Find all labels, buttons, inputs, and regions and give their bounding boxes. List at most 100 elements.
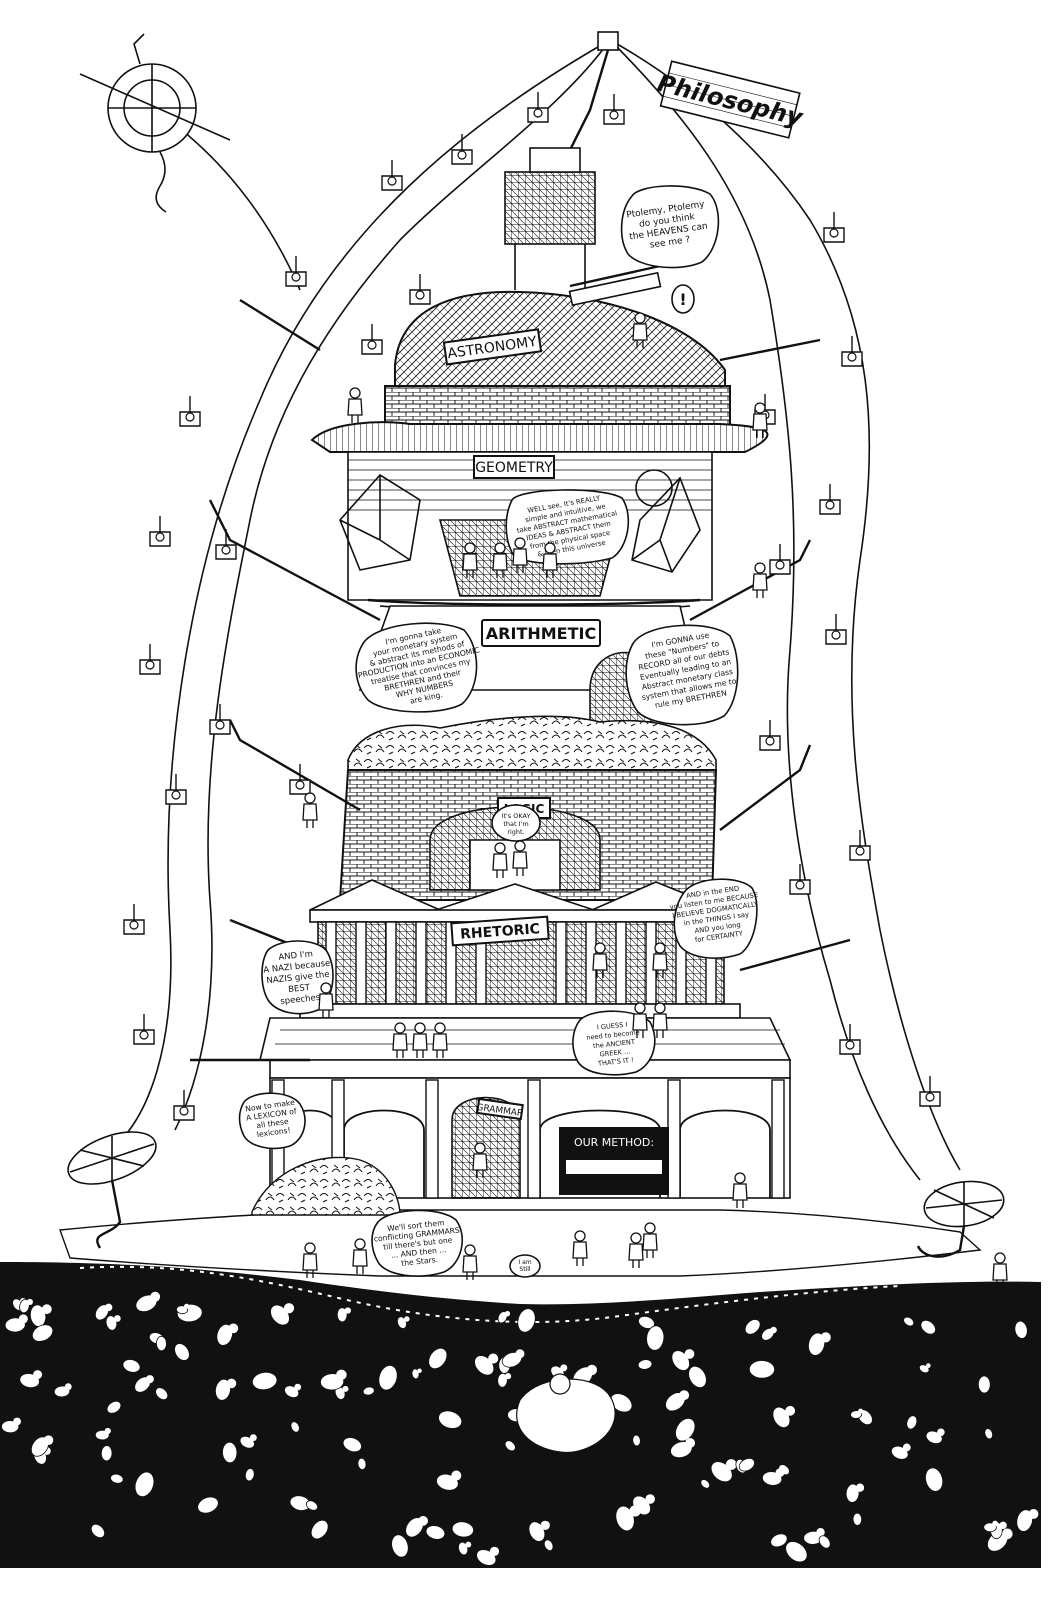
floating-figure [925,1467,944,1492]
figure [992,1252,1008,1288]
floating-figure [977,1375,991,1394]
lift-chair [165,774,187,805]
floating-figure [476,1546,500,1566]
chalkboard-title: OUR METHOD: [574,1136,654,1149]
figure [392,1022,408,1058]
figure [632,312,648,348]
lift-chair [849,830,871,861]
floating-figure [906,1415,918,1430]
floating-figure [336,1307,351,1323]
bubble-line: I GUESS I [597,1021,628,1032]
floating-figure [110,1473,124,1484]
bubble-line: the Stars. [401,1255,439,1268]
floating-figure [438,1410,463,1429]
floating-figure [744,1319,761,1335]
rhetoric-label-box: RHETORIC [450,915,550,947]
floating-figure [290,1421,300,1433]
floating-figure [785,1541,808,1563]
floating-figure [215,1378,237,1401]
floating-figure [428,1347,448,1370]
lift-chair [123,904,145,935]
tower-of-knowledge-illustration: Philosophy ASTRONOMY [0,31,1041,1568]
floating-figure [342,1437,362,1453]
lift-chair [769,544,791,575]
lift-chair [451,134,473,165]
floating-figure [197,1496,219,1514]
figure [592,942,608,978]
bubble-line: BEST [288,983,312,995]
arcade-arch [539,1109,661,1198]
floating-figure [436,1470,462,1491]
floating-figure [501,1349,525,1368]
tower-figures [302,312,1008,1288]
floating-figure [251,1371,278,1391]
bubble-line: THAT'S IT ! [597,1056,634,1068]
figure [752,402,768,438]
floating-figure [135,1291,161,1313]
floating-figure [918,1363,931,1374]
figure [462,542,478,578]
bubble-line: right. [507,828,524,836]
figure [472,1142,488,1178]
bubble-line: AND I'm [278,949,313,963]
floating-figure [310,1519,329,1540]
floating-figure [852,1512,863,1526]
floating-figure [761,1326,777,1341]
floating-figure [671,1349,695,1371]
arithmetic-label-box: ARITHMETIC [481,619,601,647]
bubble-line: I am [518,1259,531,1266]
floating-figure [670,1438,696,1459]
figure [302,792,318,828]
floating-figure [222,1441,238,1464]
figure [752,562,768,598]
floating-figure [411,1368,422,1380]
floating-figure [362,1386,375,1396]
lift-chair [839,1024,861,1055]
floating-figure [710,1459,737,1483]
figure [642,1222,658,1258]
floating-figure [983,1520,998,1533]
floating-figure [818,1535,831,1549]
floating-figure [845,1483,865,1503]
floating-figure [770,1533,788,1548]
floating-figure [357,1457,367,1471]
exclaim-mark: ! [679,290,686,309]
lift-chair [215,529,237,560]
figure [732,1172,748,1208]
bubble-line: that I'm [503,820,528,828]
right-wheel [916,1180,1005,1258]
arcade-arch [343,1109,425,1198]
floating-figure [808,1332,831,1356]
lift-chair [209,704,231,735]
floating-figure [497,1372,512,1388]
lift-chair [919,1076,941,1107]
lift-chair [133,1014,155,1045]
floating-figure [378,1364,398,1391]
lift-chair [823,212,845,243]
floating-figure [19,1370,43,1389]
arithmetic-label: ARITHMETIC [486,624,596,643]
floating-figure [94,1303,113,1321]
arcade-arch [679,1109,771,1198]
floating-figure [244,1468,255,1482]
figure [432,1022,448,1058]
bubble-line: speeches [280,993,321,1007]
grammar-label-box: GRAMMAR [476,1097,524,1121]
floating-figure [457,1541,472,1556]
left-wheel [67,1131,157,1249]
geometry-label: GEOMETRY [475,460,553,476]
floating-figure [638,1315,655,1329]
floating-figure [890,1443,911,1460]
floating-figure [517,1308,536,1333]
floating-figure [772,1405,796,1429]
floating-figure [31,1324,54,1342]
figure [542,542,558,578]
floating-figure [688,1365,707,1388]
figure [632,1002,648,1038]
floating-figure [155,1335,167,1352]
